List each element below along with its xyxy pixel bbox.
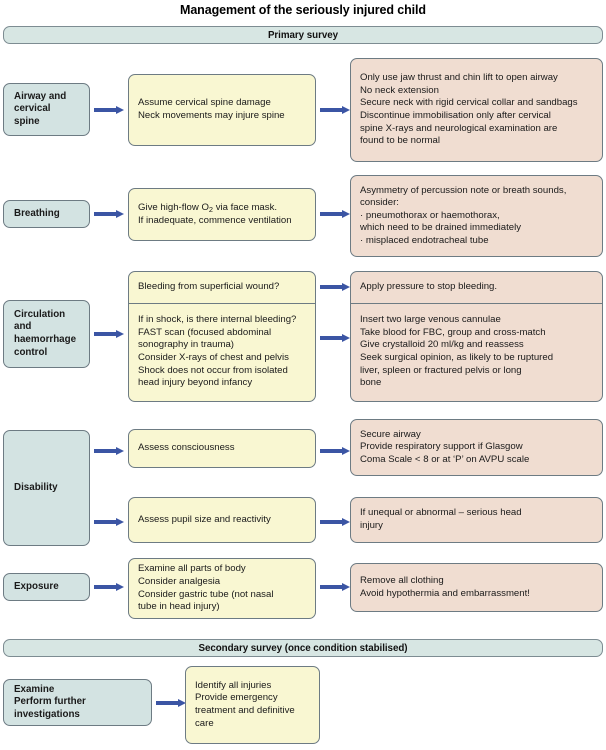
assessment-circulation-bottom-text: If in shock, is there internal bleeding?…: [138, 314, 297, 389]
arrow-disability-assessment-1-to-action: [320, 447, 350, 455]
category-disability-label: Disability: [14, 481, 58, 493]
action-disability-pupils: If unequal or abnormal – serious head in…: [350, 497, 603, 543]
assessment-disability-pupils: Assess pupil size and reactivity: [128, 497, 316, 543]
category-airway-label: Airway and cervical spine: [14, 90, 67, 127]
assessment-breathing-text-pre: Give high-flow O: [138, 201, 209, 213]
arrow-airway-to-assessment: [94, 106, 124, 114]
arrow-breathing-to-assessment: [94, 210, 124, 218]
category-circulation-label: Circulation and haemorrhage control: [14, 308, 77, 358]
assessment-airway-text: Assume cervical spine damage Neck moveme…: [138, 97, 285, 121]
arrow-circulation-bottom-to-action: [320, 334, 350, 342]
action-exposure: Remove all clothing Avoid hypothermia an…: [350, 563, 603, 612]
banner-primary-survey: Primary survey: [3, 26, 603, 44]
assessment-circulation-divider: [129, 303, 315, 304]
action-circulation-bottom-cell: Insert two large venous cannulae Take bl…: [351, 303, 602, 401]
assessment-disability-pupils-text: Assess pupil size and reactivity: [138, 513, 271, 525]
assessment-exposure-text: Examine all parts of body Consider analg…: [138, 563, 274, 613]
assessment-disability-consciousness: Assess consciousness: [128, 429, 316, 468]
category-examine-label: Examine Perform further investigations: [14, 683, 86, 720]
arrow-circulation-top-to-action: [320, 283, 350, 291]
action-disability-consciousness-text: Secure airway Provide respiratory suppor…: [360, 428, 530, 465]
assessment-disability-consciousness-text: Assess consciousness: [138, 442, 235, 454]
arrow-disability-to-assessment-1: [94, 447, 124, 455]
action-breathing-text: Asymmetry of percussion note or breath s…: [360, 184, 567, 246]
action-circulation: Apply pressure to stop bleeding. Insert …: [350, 271, 603, 402]
category-examine-perform-further-investigations: Examine Perform further investigations: [3, 679, 152, 726]
category-disability: Disability: [3, 430, 90, 546]
assessment-breathing-subscript: 2: [208, 204, 214, 214]
category-breathing: Breathing: [3, 200, 90, 228]
banner-secondary-survey: Secondary survey (once condition stabili…: [3, 639, 603, 657]
action-exposure-text: Remove all clothing Avoid hypothermia an…: [360, 574, 530, 599]
arrow-airway-assessment-to-action: [320, 106, 350, 114]
page-title: Management of the seriously injured chil…: [180, 3, 426, 17]
category-exposure-label: Exposure: [14, 580, 59, 592]
action-circulation-divider: [351, 303, 602, 304]
arrow-exposure-assessment-to-action: [320, 583, 350, 591]
arrow-circulation-to-assessment: [94, 330, 124, 338]
category-circulation-and-haemorrhage-control: Circulation and haemorrhage control: [3, 300, 90, 368]
assessment-exposure: Examine all parts of body Consider analg…: [128, 558, 316, 619]
action-disability-pupils-text: If unequal or abnormal – serious head in…: [360, 507, 522, 531]
assessment-breathing-text-post: via face mask. If inadequate, commence v…: [138, 201, 292, 226]
category-airway-and-cervical-spine: Airway and cervical spine: [3, 83, 90, 136]
assessment-breathing: Give high-flow O2 via face mask. If inad…: [128, 188, 316, 241]
assessment-breathing-text: Give high-flow O2 via face mask. If inad…: [129, 197, 300, 232]
action-airway-text: Only use jaw thrust and chin lift to ope…: [360, 72, 578, 147]
assessment-airway: Assume cervical spine damage Neck moveme…: [128, 74, 316, 146]
arrow-exposure-to-assessment: [94, 583, 124, 591]
category-breathing-label: Breathing: [14, 207, 60, 219]
action-circulation-top-text: Apply pressure to stop bleeding.: [360, 281, 498, 293]
assessment-secondary-survey-text: Identify all injuries Provide emergency …: [195, 679, 295, 729]
assessment-secondary-survey: Identify all injuries Provide emergency …: [185, 666, 320, 744]
action-disability-consciousness: Secure airway Provide respiratory suppor…: [350, 419, 603, 476]
category-exposure: Exposure: [3, 573, 90, 601]
action-breathing: Asymmetry of percussion note or breath s…: [350, 175, 603, 257]
action-airway: Only use jaw thrust and chin lift to ope…: [350, 58, 603, 162]
assessment-circulation-top-text: Bleeding from superficial wound?: [138, 281, 280, 293]
arrow-examine-to-assessment: [156, 699, 186, 707]
arrow-breathing-assessment-to-action: [320, 210, 350, 218]
assessment-circulation: Bleeding from superficial wound? If in s…: [128, 271, 316, 402]
action-circulation-top-cell: Apply pressure to stop bleeding.: [351, 272, 602, 303]
action-circulation-bottom-text: Insert two large venous cannulae Take bl…: [360, 314, 554, 389]
assessment-circulation-top-cell: Bleeding from superficial wound?: [129, 272, 315, 303]
assessment-circulation-bottom-cell: If in shock, is there internal bleeding?…: [129, 303, 315, 401]
arrow-disability-to-assessment-2: [94, 518, 124, 526]
arrow-disability-assessment-2-to-action: [320, 518, 350, 526]
